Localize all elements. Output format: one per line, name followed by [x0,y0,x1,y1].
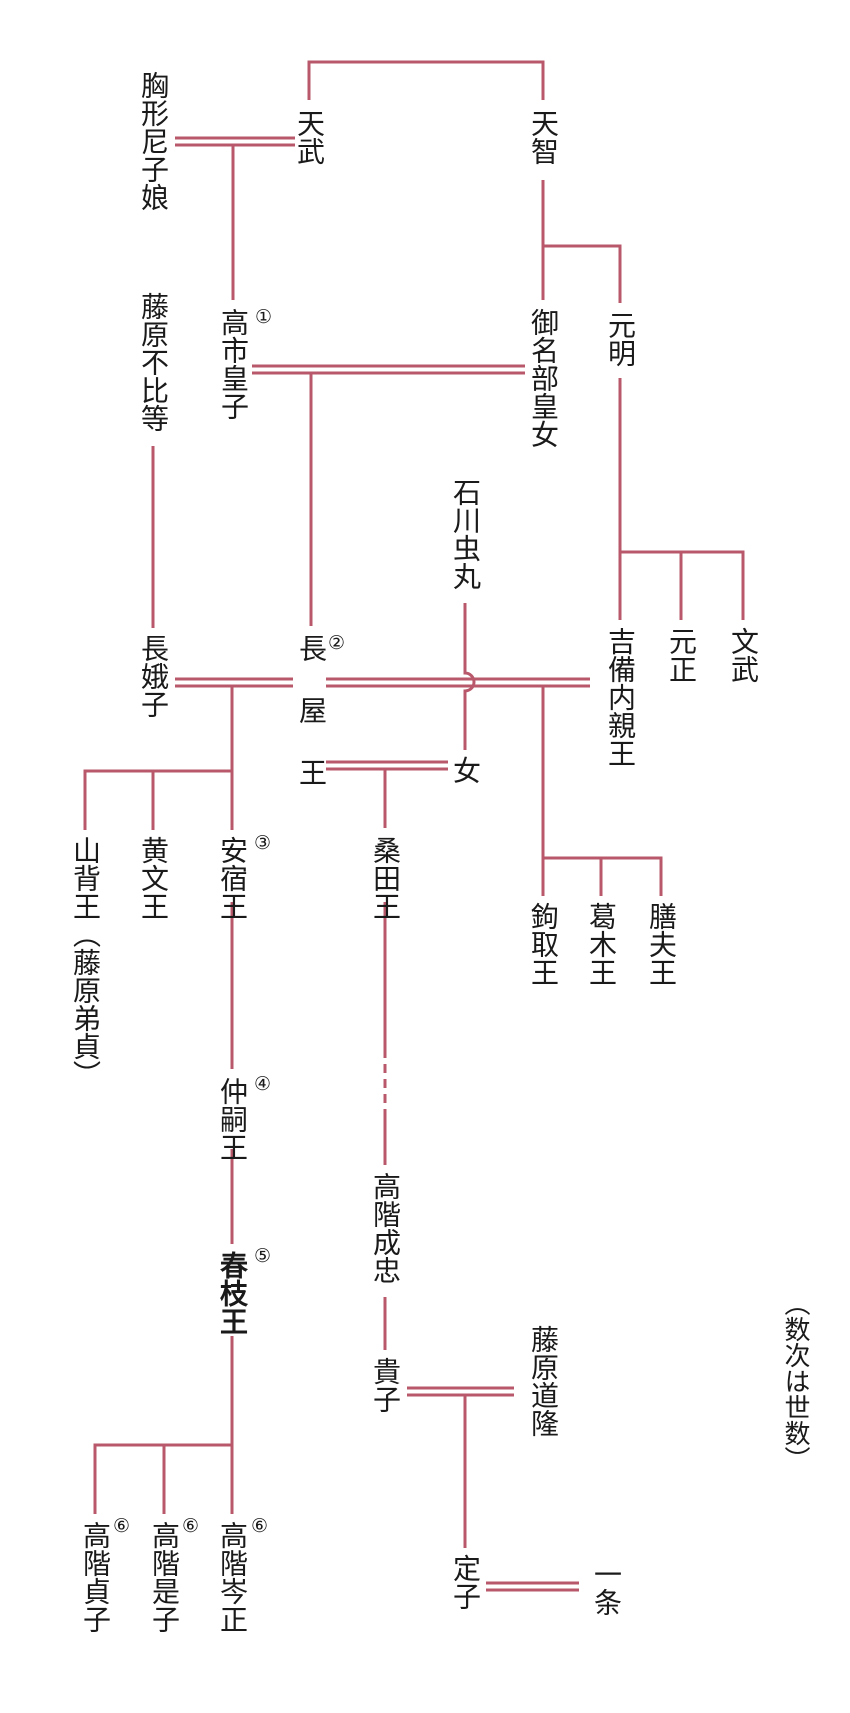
person-nakatsugu-no-o: 仲嗣王 [216,1077,249,1161]
person-asukabe-no-o: 安宿王 [216,836,249,920]
person-takechi-no-miko: 高市皇子 [217,308,250,420]
person-nagaya-no-o: 長屋王 [295,634,328,820]
generation-marker: ② [328,632,346,654]
person-yamashiro-no-o: 山背王（藤原弟貞） [69,836,102,1088]
person-fujiwara-no-michitaka: 藤原道隆 [527,1325,560,1437]
generation-note: （数次は世数） [780,1290,810,1472]
sibling-line-harue-children [93,1443,232,1514]
person-minabe-no-himemiko: 御名部皇女 [527,308,560,448]
person-ishikawa-no-mushimaro: 石川虫丸 [449,478,482,590]
person-genmei: 元明 [604,311,637,367]
person-ichijo: 一条 [590,1560,623,1616]
descent-line-monmu [620,550,745,620]
person-tenmu: 天武 [293,109,326,165]
sibling-line-kibi-children [543,856,663,896]
person-nagako: 長娥子 [137,634,170,718]
generation-marker: ⑥ [251,1515,269,1537]
person-monmu: 文武 [727,627,760,683]
person-kibumi-no-o: 黄文王 [137,836,170,920]
person-takako: 貴子 [369,1357,402,1413]
person-kashiwade-no-o: 膳夫王 [645,902,678,986]
person-teishi: 定子 [449,1554,482,1610]
sibling-line-tenmu-tenji [307,60,545,100]
generation-marker: ① [255,306,273,328]
descent-line-daughter [463,603,476,750]
person-takashina-no-sadako: 高階貞子 [79,1521,112,1633]
generation-marker: ④ [254,1073,272,1095]
person-takashina-no-koreko: 高階是子 [148,1521,181,1633]
person-takashina-no-naritada: 高階成忠 [369,1172,402,1284]
person-daughter: 女 [449,756,482,784]
person-munakata-no-amako-no-iratsume: 胸形尼子娘 [137,71,170,211]
person-kuwata-no-o: 桑田王 [369,836,402,920]
person-takashina-no-minemasa: 高階岑正 [216,1521,249,1633]
generation-marker: ⑥ [182,1515,200,1537]
generation-marker: ⑤ [254,1245,272,1267]
person-katsuragi-no-o: 葛木王 [585,902,618,986]
descent-line-genmei [543,244,622,303]
generation-marker: ③ [254,832,272,854]
generation-marker: ⑥ [113,1515,131,1537]
person-fujiwara-no-fuhito: 藤原不比等 [137,292,170,432]
person-kibi-naishinno: 吉備内親王 [604,627,637,767]
person-tenji: 天智 [527,109,560,165]
person-harue-no-o: 春枝王 [216,1251,249,1335]
person-kagitori-no-o: 鉤取王 [527,902,560,986]
sibling-line-nagako-children [83,769,234,830]
person-gensho: 元正 [665,627,698,683]
